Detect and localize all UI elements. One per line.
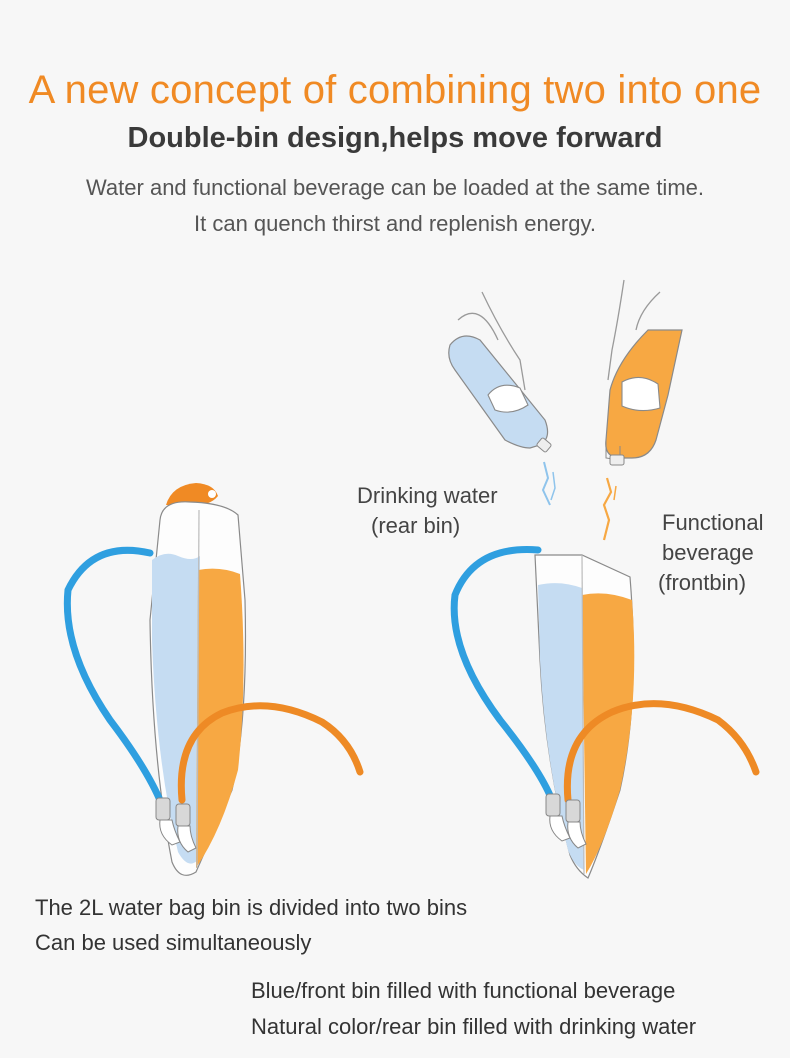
note-left-line-2: Can be used simultaneously	[35, 930, 312, 955]
left-blue-tube	[63, 546, 166, 809]
right-hand-grip-icon	[621, 376, 661, 412]
description-line-2: It can quench thirst and replenish energ…	[194, 211, 596, 236]
description-line-1: Water and functional beverage can be loa…	[85, 175, 704, 200]
right-bag-illustration	[450, 546, 760, 879]
water-bottle-cap-icon	[536, 437, 552, 453]
water-stream-icon	[541, 461, 551, 506]
right-blue-tube	[450, 546, 556, 804]
left-valve-2-icon	[175, 803, 191, 827]
left-beverage-bin	[196, 568, 244, 868]
beverage-label-line-2: beverage	[662, 540, 754, 565]
left-valve-1-icon	[155, 797, 171, 821]
right-orange-tube	[563, 700, 760, 804]
right-beverage-bin	[582, 593, 635, 874]
right-divider-line	[581, 554, 585, 875]
left-connector-2-icon	[177, 825, 197, 853]
beverage-stream-2-icon	[613, 485, 617, 501]
note-right-line-2: Natural color/rear bin filled with drink…	[251, 1014, 697, 1039]
right-arm-line	[607, 279, 625, 381]
bag-cap-icon	[166, 483, 218, 506]
pouring-hands-illustration	[448, 279, 683, 541]
left-bag-illustration	[63, 483, 364, 876]
right-water-bin	[538, 583, 584, 870]
left-arm-line	[481, 291, 526, 391]
water-stream-2-icon	[550, 471, 556, 501]
left-hand-grip-icon	[487, 384, 529, 413]
page-title: A new concept of combining two into one	[28, 68, 762, 112]
water-label-line-2: (rear bin)	[371, 513, 461, 538]
right-valve-1-icon	[545, 793, 561, 817]
left-water-bin	[152, 553, 200, 864]
note-right-line-1: Blue/front bin filled with functional be…	[251, 978, 676, 1003]
left-orange-tube	[177, 702, 364, 804]
left-hand-line	[457, 312, 499, 341]
right-hand-line	[635, 291, 661, 331]
left-divider-line	[196, 509, 200, 869]
right-connector-2-icon	[567, 821, 587, 849]
water-label-line-1: Drinking water	[357, 483, 498, 508]
beverage-bottle-cap-icon	[609, 454, 625, 466]
beverage-label-line-1: Functional	[662, 510, 764, 535]
beverage-stream-icon	[602, 477, 613, 541]
note-left-line-1: The 2L water bag bin is divided into two…	[35, 895, 468, 920]
beverage-label-line-3: (frontbin)	[658, 570, 747, 595]
cap-ring-icon	[208, 490, 216, 498]
page-subtitle: Double-bin design,helps move forward	[127, 122, 663, 154]
right-valve-2-icon	[565, 799, 581, 823]
